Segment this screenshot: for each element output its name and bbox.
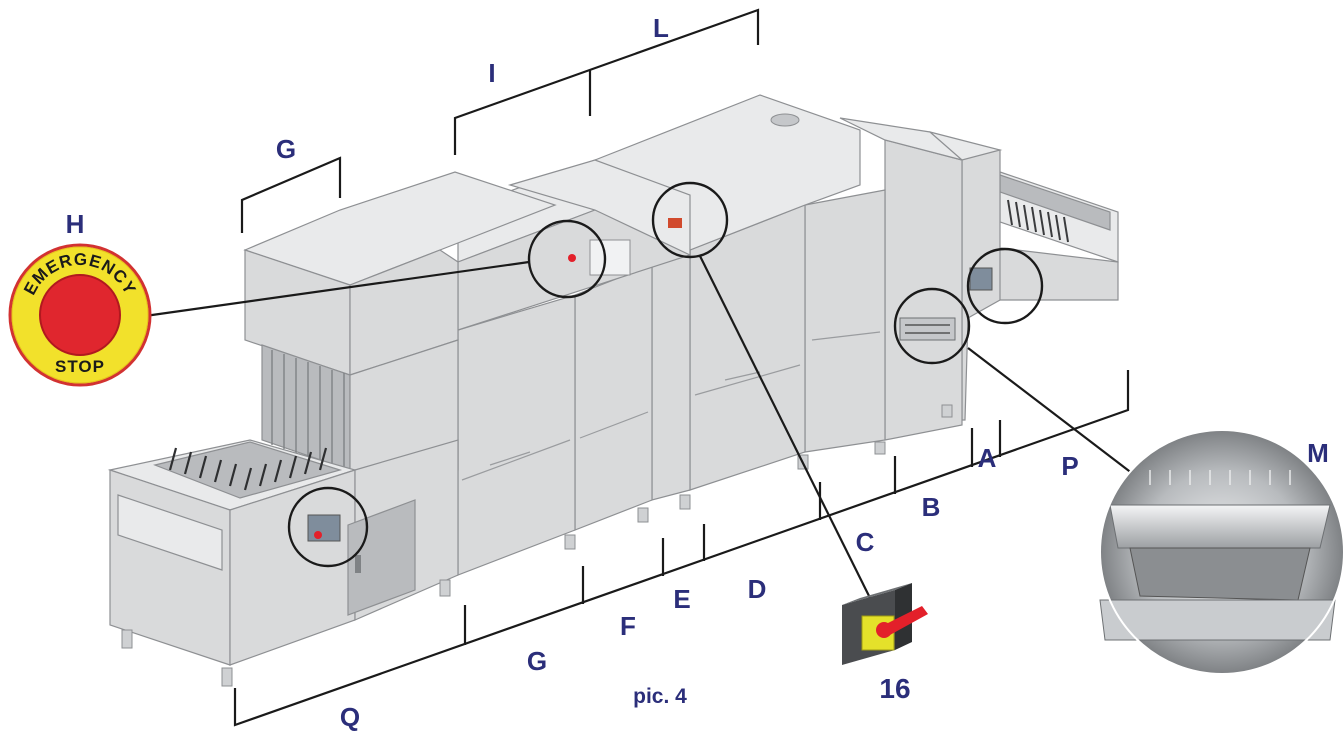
highlight-outfeed-panel — [966, 247, 1044, 325]
label-m: M — [1307, 438, 1329, 468]
dishwasher-machine — [107, 94, 1119, 687]
label-i: I — [488, 58, 495, 88]
label-f: F — [620, 611, 636, 641]
label-d: D — [748, 574, 767, 604]
stop-label: STOP — [55, 357, 105, 376]
label-q: Q — [340, 702, 360, 731]
main-switch-icon — [842, 583, 928, 665]
infeed-table — [107, 439, 459, 666]
outfeed-table — [964, 171, 1119, 301]
highlight-infeed-panel — [287, 486, 369, 568]
highlight-emergency-stop — [527, 219, 607, 299]
label-a: A — [978, 443, 997, 473]
label-l: L — [653, 13, 669, 43]
label-e: E — [673, 584, 690, 614]
highlight-main-switch — [651, 181, 729, 259]
leader-filter-drawer — [967, 347, 1151, 488]
label-g-bottom: G — [527, 646, 547, 676]
label-switch-number: 16 — [879, 673, 910, 704]
label-g-top: G — [276, 134, 296, 164]
leader-emergency-stop — [144, 260, 530, 318]
figure-caption: pic. 4 — [633, 685, 687, 708]
dimension-brackets — [233, 8, 1130, 727]
highlight-filter-drawer — [893, 287, 971, 365]
label-b: B — [922, 492, 941, 522]
label-h: H — [66, 209, 85, 239]
label-p: P — [1061, 451, 1078, 481]
emergency-stop-button-icon: EMERGENCY STOP — [8, 243, 152, 387]
label-c: C — [856, 527, 875, 557]
leader-main-switch — [699, 255, 876, 609]
